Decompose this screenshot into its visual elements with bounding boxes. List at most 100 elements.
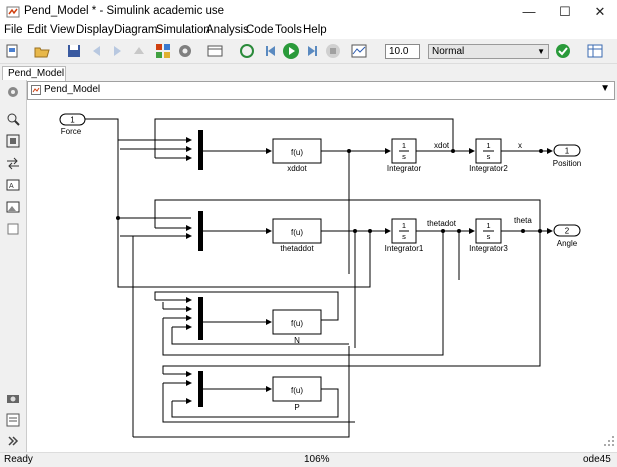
- menu-display[interactable]: Display: [76, 24, 114, 36]
- outport-label: Angle: [557, 239, 578, 248]
- tab-strip: [0, 64, 617, 80]
- mux-4: [198, 371, 203, 407]
- integrator-num: 1: [402, 221, 406, 230]
- expand-icon[interactable]: [5, 433, 21, 449]
- outport-number: 1: [565, 147, 570, 156]
- menu-help[interactable]: Help: [303, 24, 327, 36]
- chevron-down-icon: ▼: [537, 47, 545, 56]
- simulink-app-icon: [6, 6, 20, 18]
- inport-number: 1: [70, 116, 75, 125]
- menu-tools[interactable]: Tools: [275, 24, 302, 36]
- fcn-name: N: [294, 336, 300, 345]
- zoom-level: 106%: [304, 454, 330, 465]
- model-browser-path[interactable]: Pend_Model ▼: [27, 81, 615, 100]
- simulation-mode-value: Normal: [432, 46, 465, 57]
- integrator-num: 1: [402, 141, 406, 150]
- zoom-icon[interactable]: [5, 111, 21, 127]
- svg-text:A: A: [9, 183, 14, 190]
- integrator-name: Integrator1: [385, 244, 424, 253]
- back-icon[interactable]: [88, 42, 106, 60]
- inport-label: Force: [61, 127, 82, 136]
- signal-label-thetadot: thetadot: [427, 219, 457, 228]
- fcn-block-n[interactable]: f(u) N: [272, 309, 322, 345]
- tab-pend-model[interactable]: Pend_Model: [2, 66, 66, 81]
- area-icon[interactable]: [5, 221, 21, 237]
- simulation-mode-select[interactable]: Normal ▼: [428, 44, 549, 59]
- title-bar: Pend_Model * - Simulink academic use — ☐…: [0, 0, 617, 24]
- integrator-den: s: [487, 232, 491, 241]
- minimize-icon[interactable]: —: [522, 4, 536, 19]
- outport-label: Position: [553, 159, 581, 168]
- integrator-den: s: [402, 232, 406, 241]
- library-browser-icon[interactable]: [154, 42, 172, 60]
- menu-diagram[interactable]: Diagram: [114, 24, 158, 36]
- menu-analysis[interactable]: Analysis: [206, 24, 249, 36]
- left-palette: A: [0, 80, 27, 452]
- status-bar: Ready 106% ode45: [0, 452, 617, 467]
- outport-angle[interactable]: 2 Angle: [553, 224, 581, 248]
- step-forward-icon[interactable]: [303, 42, 321, 60]
- diagram-canvas[interactable]: 1 Force f(u) xddot f(u) thetaddot f(u) N: [27, 100, 617, 452]
- hide-browser-icon[interactable]: [5, 84, 21, 100]
- fcn-block-p[interactable]: f(u) P: [272, 376, 322, 412]
- update-diagram-icon[interactable]: [238, 42, 256, 60]
- arrows-icon[interactable]: [5, 155, 21, 171]
- menu-view[interactable]: View: [50, 24, 75, 36]
- save-icon[interactable]: [65, 42, 83, 60]
- open-icon[interactable]: [33, 42, 51, 60]
- run-icon[interactable]: [282, 42, 300, 60]
- signal-label-x: x: [518, 141, 522, 150]
- image-icon[interactable]: [5, 199, 21, 215]
- chevron-down-icon[interactable]: ▼: [600, 83, 610, 94]
- integrator-num: 1: [486, 221, 490, 230]
- integrator-name: Integrator2: [469, 164, 508, 173]
- forward-icon[interactable]: [108, 42, 126, 60]
- new-model-icon[interactable]: [4, 42, 22, 60]
- model-explorer-icon[interactable]: [206, 42, 224, 60]
- fcn-block-thetaddot[interactable]: f(u) thetaddot: [272, 218, 322, 253]
- signal-label-xdot: xdot: [434, 141, 450, 150]
- integrator-block[interactable]: 1 s Integrator: [387, 138, 422, 173]
- fcn-block-xddot[interactable]: f(u) xddot: [272, 138, 322, 173]
- integrator-name: Integrator: [387, 164, 422, 173]
- annotation-icon[interactable]: A: [5, 177, 21, 193]
- integrator2-block[interactable]: 1 s Integrator2: [469, 138, 508, 173]
- mux-1: [198, 130, 203, 170]
- fit-to-view-icon[interactable]: [5, 133, 21, 149]
- mux-2: [198, 211, 203, 251]
- fcn-expression: f(u): [291, 319, 303, 328]
- gear-icon[interactable]: [176, 42, 194, 60]
- menu-file[interactable]: File: [4, 24, 23, 36]
- menu-code[interactable]: Code: [246, 24, 274, 36]
- model-path-label: Pend_Model: [44, 84, 101, 95]
- up-icon[interactable]: [130, 42, 148, 60]
- menu-bar: File Edit View Display Diagram Simulatio…: [0, 24, 617, 39]
- menu-simulation[interactable]: Simulation: [156, 24, 210, 36]
- model-icon: [31, 85, 41, 95]
- stop-time-input[interactable]: 10.0: [385, 44, 420, 59]
- menu-edit[interactable]: Edit: [27, 24, 47, 36]
- outport-number: 2: [565, 227, 570, 236]
- close-icon[interactable]: ✕: [594, 4, 606, 19]
- integrator3-block[interactable]: 1 s Integrator3: [469, 218, 508, 253]
- outport-position[interactable]: 1 Position: [553, 144, 581, 168]
- status-text: Ready: [4, 454, 33, 465]
- inport-force[interactable]: 1 Force: [59, 113, 86, 136]
- fcn-expression: f(u): [291, 228, 303, 237]
- resize-grip-icon[interactable]: [604, 436, 614, 446]
- scope-icon[interactable]: [350, 42, 368, 60]
- check-icon[interactable]: [554, 42, 572, 60]
- integrator1-block[interactable]: 1 s Integrator1: [385, 218, 424, 253]
- mux-blocks[interactable]: [198, 130, 203, 407]
- step-back-icon[interactable]: [262, 42, 280, 60]
- stop-icon[interactable]: [324, 42, 342, 60]
- maximize-icon[interactable]: ☐: [559, 4, 571, 19]
- grid-icon[interactable]: [586, 42, 604, 60]
- junction-dots: [116, 149, 543, 233]
- integrator-den: s: [487, 152, 491, 161]
- camera-icon[interactable]: [5, 390, 21, 406]
- signal-lines: [85, 118, 553, 438]
- property-inspector-icon[interactable]: [5, 412, 21, 428]
- integrator-name: Integrator3: [469, 244, 508, 253]
- mux-3: [198, 297, 203, 340]
